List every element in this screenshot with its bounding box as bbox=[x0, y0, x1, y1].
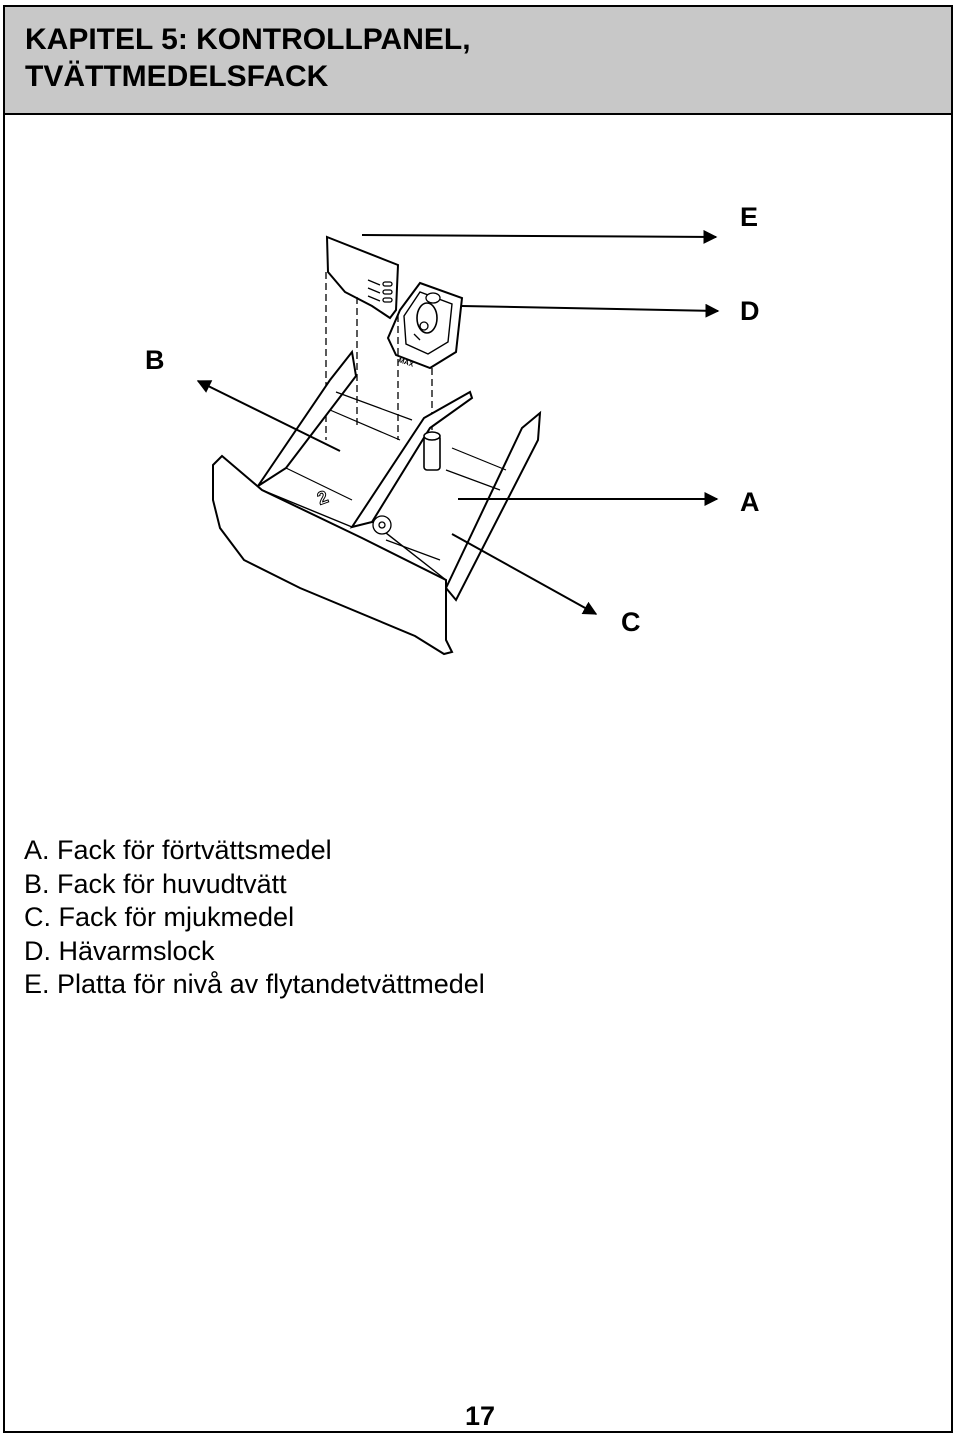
assembly-guide-lines bbox=[325, 272, 433, 440]
legend-item-d: D. Hävarmslock bbox=[24, 935, 215, 966]
siphon-cap-drawing: MAX bbox=[386, 281, 464, 370]
legend-item-b: B. Fack för huvudtvätt bbox=[24, 868, 287, 899]
chapter-header: KAPITEL 5: KONTROLLPANEL, TVÄTTMEDELSFAC… bbox=[5, 7, 951, 115]
callout-d: D bbox=[740, 296, 760, 326]
callout-e: E bbox=[740, 202, 758, 232]
main-wash-number: 2 bbox=[315, 487, 331, 509]
drawer-body-drawing: 2 bbox=[212, 349, 542, 656]
page-number: 17 bbox=[464, 1401, 496, 1431]
parts-legend: A. Fack för förtvättsmedel B. Fack för h… bbox=[24, 834, 485, 1002]
cap-max-label: MAX bbox=[397, 357, 414, 369]
page-frame: KAPITEL 5: KONTROLLPANEL, TVÄTTMEDELSFAC… bbox=[3, 5, 953, 1433]
callout-leader-lines bbox=[196, 229, 720, 615]
callout-a: A bbox=[740, 487, 760, 517]
legend-item-e: E. Platta för nivå av flytandetvättmedel bbox=[24, 969, 485, 999]
callout-c: C bbox=[621, 607, 641, 637]
legend-item-c: C. Fack för mjukmedel bbox=[24, 902, 295, 932]
callout-b: B bbox=[145, 345, 165, 375]
detergent-drawer-illustration: MAX 2 bbox=[145, 202, 760, 656]
legend-item-a: A. Fack för förtvättsmedel bbox=[24, 835, 332, 865]
level-plate-drawing bbox=[325, 235, 400, 320]
chapter-title: KAPITEL 5: KONTROLLPANEL, TVÄTTMEDELSFAC… bbox=[25, 23, 471, 93]
